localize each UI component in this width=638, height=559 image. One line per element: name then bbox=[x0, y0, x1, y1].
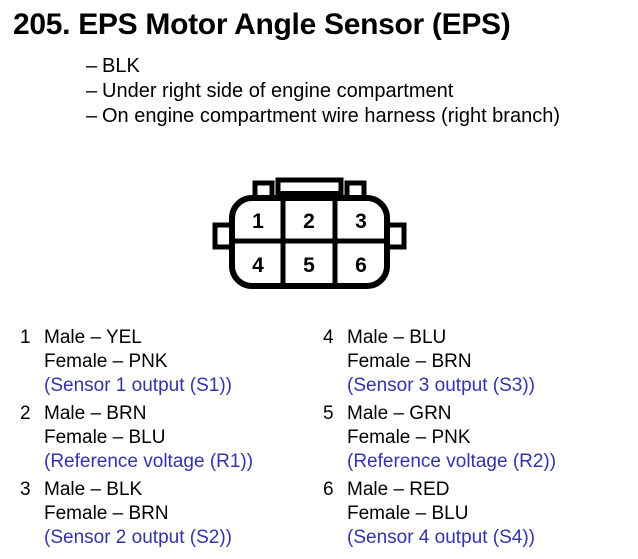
note-dash-icon: – bbox=[86, 55, 98, 77]
pin-body: Male – BRN Female – BLU (Reference volta… bbox=[44, 402, 330, 474]
pin-index: 2 bbox=[20, 403, 31, 424]
pin-male-wire-color: Male – RED bbox=[347, 479, 450, 500]
pin-body: Male – BLU Female – BRN (Sensor 3 output… bbox=[347, 326, 633, 398]
pin-function: (Sensor 3 output (S3)) bbox=[347, 375, 535, 396]
pin-function: (Reference voltage (R2)) bbox=[347, 451, 557, 472]
pin-male-wire-color: Male – BLK bbox=[44, 479, 143, 500]
pin-body: Male – YEL Female – PNK (Sensor 1 output… bbox=[44, 326, 330, 398]
pin-index: 1 bbox=[20, 327, 31, 348]
note-line: –BLK bbox=[86, 54, 634, 79]
pin-entry: 6 Male – RED Female – BLU (Sensor 4 outp… bbox=[323, 478, 633, 550]
pin-female-wire-color: Female – BRN bbox=[347, 351, 472, 372]
pin-female-wire-color: Female – PNK bbox=[347, 427, 471, 448]
connector-notes-list: –BLK –Under right side of engine compart… bbox=[86, 54, 634, 129]
pin-column-left: 1 Male – YEL Female – PNK (Sensor 1 outp… bbox=[20, 326, 330, 554]
pin-male-wire-color: Male – BRN bbox=[44, 403, 147, 424]
pin-male-wire-color: Male – GRN bbox=[347, 403, 452, 424]
pin-entry: 3 Male – BLK Female – BRN (Sensor 2 outp… bbox=[20, 478, 330, 550]
connector-pin-label-3: 3 bbox=[355, 210, 367, 233]
pin-index: 5 bbox=[323, 403, 334, 424]
pin-function: (Reference voltage (R1)) bbox=[44, 451, 254, 472]
pin-female-wire-color: Female – BLU bbox=[44, 427, 166, 448]
connector-diagram: 1 2 3 4 5 6 bbox=[205, 175, 435, 295]
connector-pin-label-2: 2 bbox=[303, 210, 315, 233]
pin-function: (Sensor 1 output (S1)) bbox=[44, 375, 232, 396]
pin-entry: 4 Male – BLU Female – BRN (Sensor 3 outp… bbox=[323, 326, 633, 398]
pin-body: Male – RED Female – BLU (Sensor 4 output… bbox=[347, 478, 633, 550]
note-line: –Under right side of engine compartment bbox=[86, 79, 634, 104]
note-text: Under right side of engine compartment bbox=[102, 80, 454, 102]
pin-female-wire-color: Female – BLU bbox=[347, 503, 469, 524]
pin-body: Male – GRN Female – PNK (Reference volta… bbox=[347, 402, 633, 474]
note-line: –On engine compartment wire harness (rig… bbox=[86, 104, 634, 129]
pin-entry: 5 Male – GRN Female – PNK (Reference vol… bbox=[323, 402, 633, 474]
connector-pin-label-4: 4 bbox=[252, 254, 264, 277]
pin-assignment-list: 1 Male – YEL Female – PNK (Sensor 1 outp… bbox=[0, 326, 638, 559]
pin-female-wire-color: Female – PNK bbox=[44, 351, 168, 372]
note-text: On engine compartment wire harness (righ… bbox=[102, 105, 560, 127]
pin-male-wire-color: Male – YEL bbox=[44, 327, 142, 348]
note-dash-icon: – bbox=[86, 80, 98, 102]
connector-pin-label-6: 6 bbox=[355, 254, 367, 277]
pin-index: 6 bbox=[323, 479, 334, 500]
pin-function: (Sensor 4 output (S4)) bbox=[347, 527, 535, 548]
pin-body: Male – BLK Female – BRN (Sensor 2 output… bbox=[44, 478, 330, 550]
pin-entry: 2 Male – BRN Female – BLU (Reference vol… bbox=[20, 402, 330, 474]
connector-outline-svg: 1 2 3 4 5 6 bbox=[212, 177, 407, 289]
pin-female-wire-color: Female – BRN bbox=[44, 503, 169, 524]
pin-entry: 1 Male – YEL Female – PNK (Sensor 1 outp… bbox=[20, 326, 330, 398]
pin-index: 3 bbox=[20, 479, 31, 500]
page-title: 205. EPS Motor Angle Sensor (EPS) bbox=[13, 8, 511, 41]
pin-male-wire-color: Male – BLU bbox=[347, 327, 447, 348]
note-text: BLK bbox=[102, 55, 140, 77]
pin-index: 4 bbox=[323, 327, 334, 348]
connector-pin-label-1: 1 bbox=[252, 210, 264, 233]
connector-pin-label-5: 5 bbox=[303, 254, 315, 277]
pin-function: (Sensor 2 output (S2)) bbox=[44, 527, 232, 548]
pin-column-right: 4 Male – BLU Female – BRN (Sensor 3 outp… bbox=[323, 326, 633, 554]
note-dash-icon: – bbox=[86, 105, 98, 127]
